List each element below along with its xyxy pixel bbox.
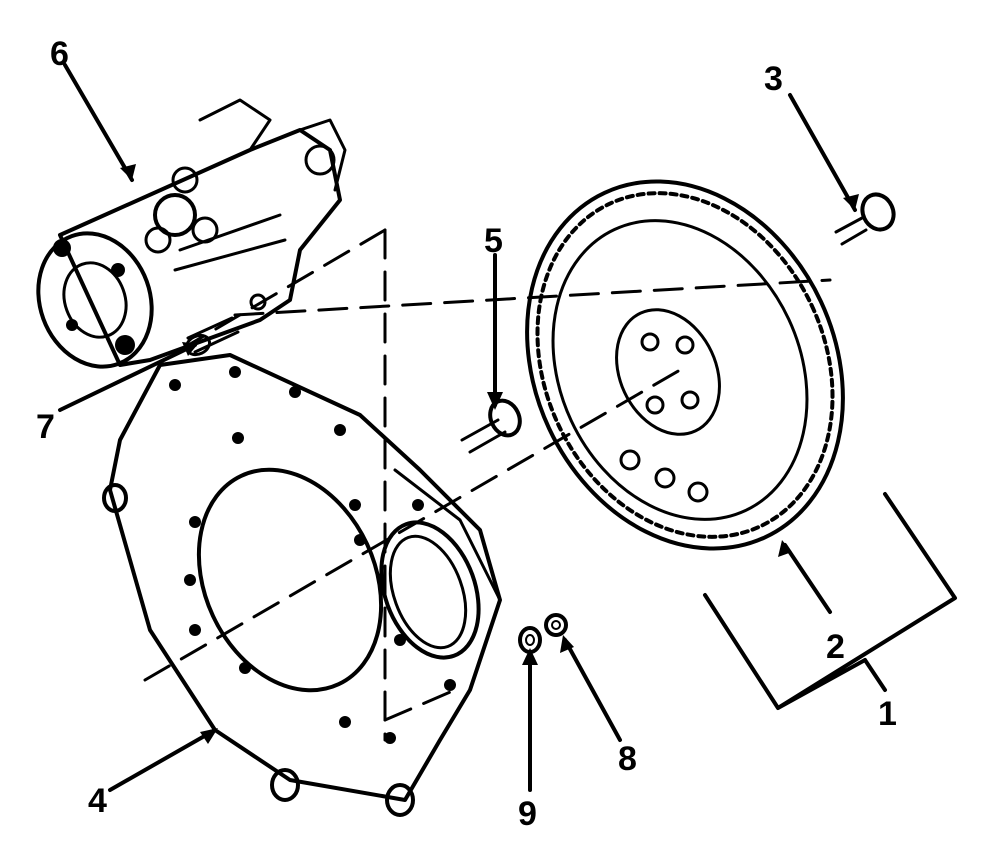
callout-4: 4 <box>88 782 107 820</box>
leader-lines <box>58 63 887 792</box>
lock-washer <box>544 613 568 637</box>
starter-motor <box>36 98 347 369</box>
assembly-bracket <box>703 492 957 710</box>
flywheel-cap-screw <box>834 192 896 246</box>
flywheel <box>525 179 845 551</box>
leader-arrowheads <box>120 164 859 744</box>
callout-2: 2 <box>826 628 845 666</box>
callout-7: 7 <box>36 408 55 446</box>
callout-3: 3 <box>764 60 783 98</box>
adapter-plate <box>102 353 502 817</box>
starter-mounting-bolt <box>184 293 267 357</box>
callout-6: 6 <box>50 35 69 73</box>
assembly-centerlines <box>143 228 832 742</box>
callout-9: 9 <box>518 795 537 833</box>
callout-5: 5 <box>484 222 503 260</box>
callout-labels: 6 3 5 7 2 1 8 4 9 <box>36 35 897 833</box>
callout-1: 1 <box>878 695 897 733</box>
callout-8: 8 <box>618 740 637 778</box>
